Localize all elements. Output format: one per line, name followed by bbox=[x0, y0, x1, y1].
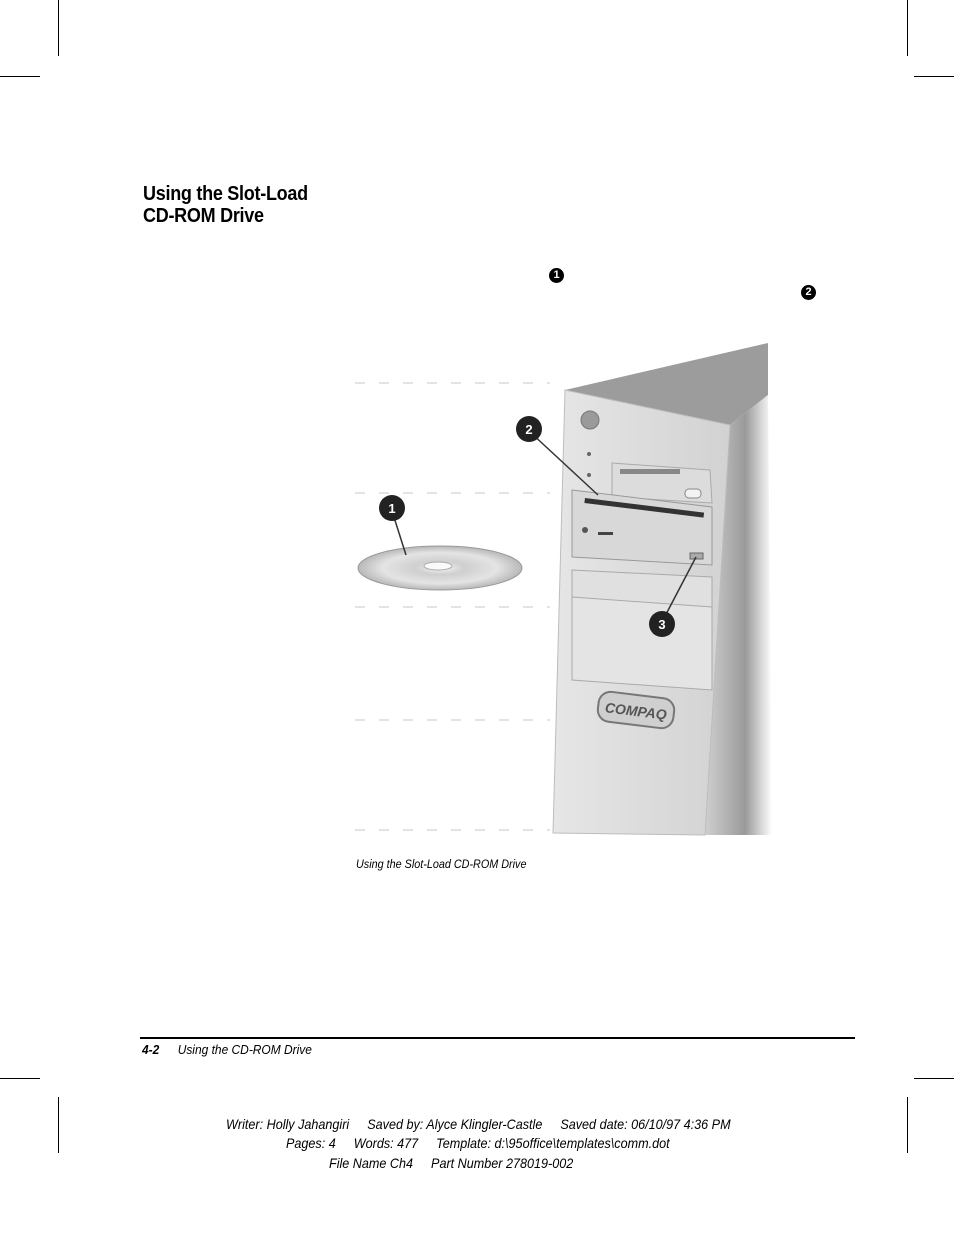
crop-mark bbox=[0, 76, 40, 77]
meta-saved-date: Saved date: 06/10/97 4:36 PM bbox=[560, 1116, 731, 1132]
compaq-logo: COMPAQ bbox=[604, 699, 668, 722]
crop-mark bbox=[907, 1097, 908, 1153]
meta-saved-by: Saved by: Alyce Klingler-Castle bbox=[367, 1116, 543, 1132]
empty-bay bbox=[571, 596, 713, 691]
svg-text:2: 2 bbox=[525, 422, 532, 437]
heading-line-2: CD-ROM Drive bbox=[143, 205, 264, 227]
figure-caption: Using the Slot-Load CD-ROM Drive bbox=[356, 857, 527, 871]
svg-text:3: 3 bbox=[658, 617, 665, 632]
crop-mark bbox=[58, 0, 59, 56]
cd-rom-bay bbox=[571, 489, 713, 566]
crop-mark bbox=[58, 1097, 59, 1153]
meta-part-number: Part Number 278019-002 bbox=[431, 1155, 574, 1171]
meta-writer: Writer: Holly Jahangiri bbox=[226, 1116, 350, 1132]
crop-mark bbox=[914, 76, 954, 77]
meta-line-3: File Name Ch4 Part Number 278019-002 bbox=[329, 1155, 591, 1171]
meta-line-1: Writer: Holly Jahangiri Saved by: Alyce K… bbox=[226, 1116, 749, 1132]
compaq-logo-badge bbox=[596, 690, 676, 730]
callout-1: 1 bbox=[549, 268, 564, 283]
meta-pages: Pages: 4 bbox=[286, 1135, 336, 1151]
footer-rule bbox=[140, 1037, 855, 1039]
cd-rom-drive-illustration: COMPAQ 1 2 3 bbox=[355, 343, 772, 836]
cd-slot bbox=[584, 497, 705, 518]
svg-text:1: 1 bbox=[388, 501, 395, 516]
power-button bbox=[580, 410, 600, 430]
page-number: 4-2 bbox=[142, 1042, 160, 1057]
section-heading: Using the Slot-Load CD-ROM Drive bbox=[143, 183, 308, 227]
meta-file-name: File Name Ch4 bbox=[329, 1155, 414, 1171]
callout-2: 2 bbox=[801, 285, 816, 300]
heading-line-1: Using the Slot-Load bbox=[143, 183, 308, 205]
tower-side bbox=[705, 395, 772, 835]
background-dots bbox=[355, 382, 550, 831]
meta-words: Words: 477 bbox=[353, 1135, 419, 1151]
page-footer: 4-2 Using the CD-ROM Drive bbox=[142, 1042, 312, 1057]
crop-mark bbox=[907, 0, 908, 56]
chapter-title: Using the CD-ROM Drive bbox=[177, 1042, 312, 1057]
figure-callout-1: 1 bbox=[379, 495, 405, 521]
meta-template: Template: d:\95office\templates\comm.dot bbox=[436, 1135, 670, 1151]
figure-callout-3: 3 bbox=[649, 611, 675, 637]
crop-mark bbox=[0, 1078, 40, 1079]
meta-line-2: Pages: 4 Words: 477 Template: d:\95office\… bbox=[286, 1135, 688, 1151]
figure-callout-2: 2 bbox=[516, 416, 542, 442]
tower-top bbox=[565, 343, 768, 425]
crop-mark bbox=[914, 1078, 954, 1079]
